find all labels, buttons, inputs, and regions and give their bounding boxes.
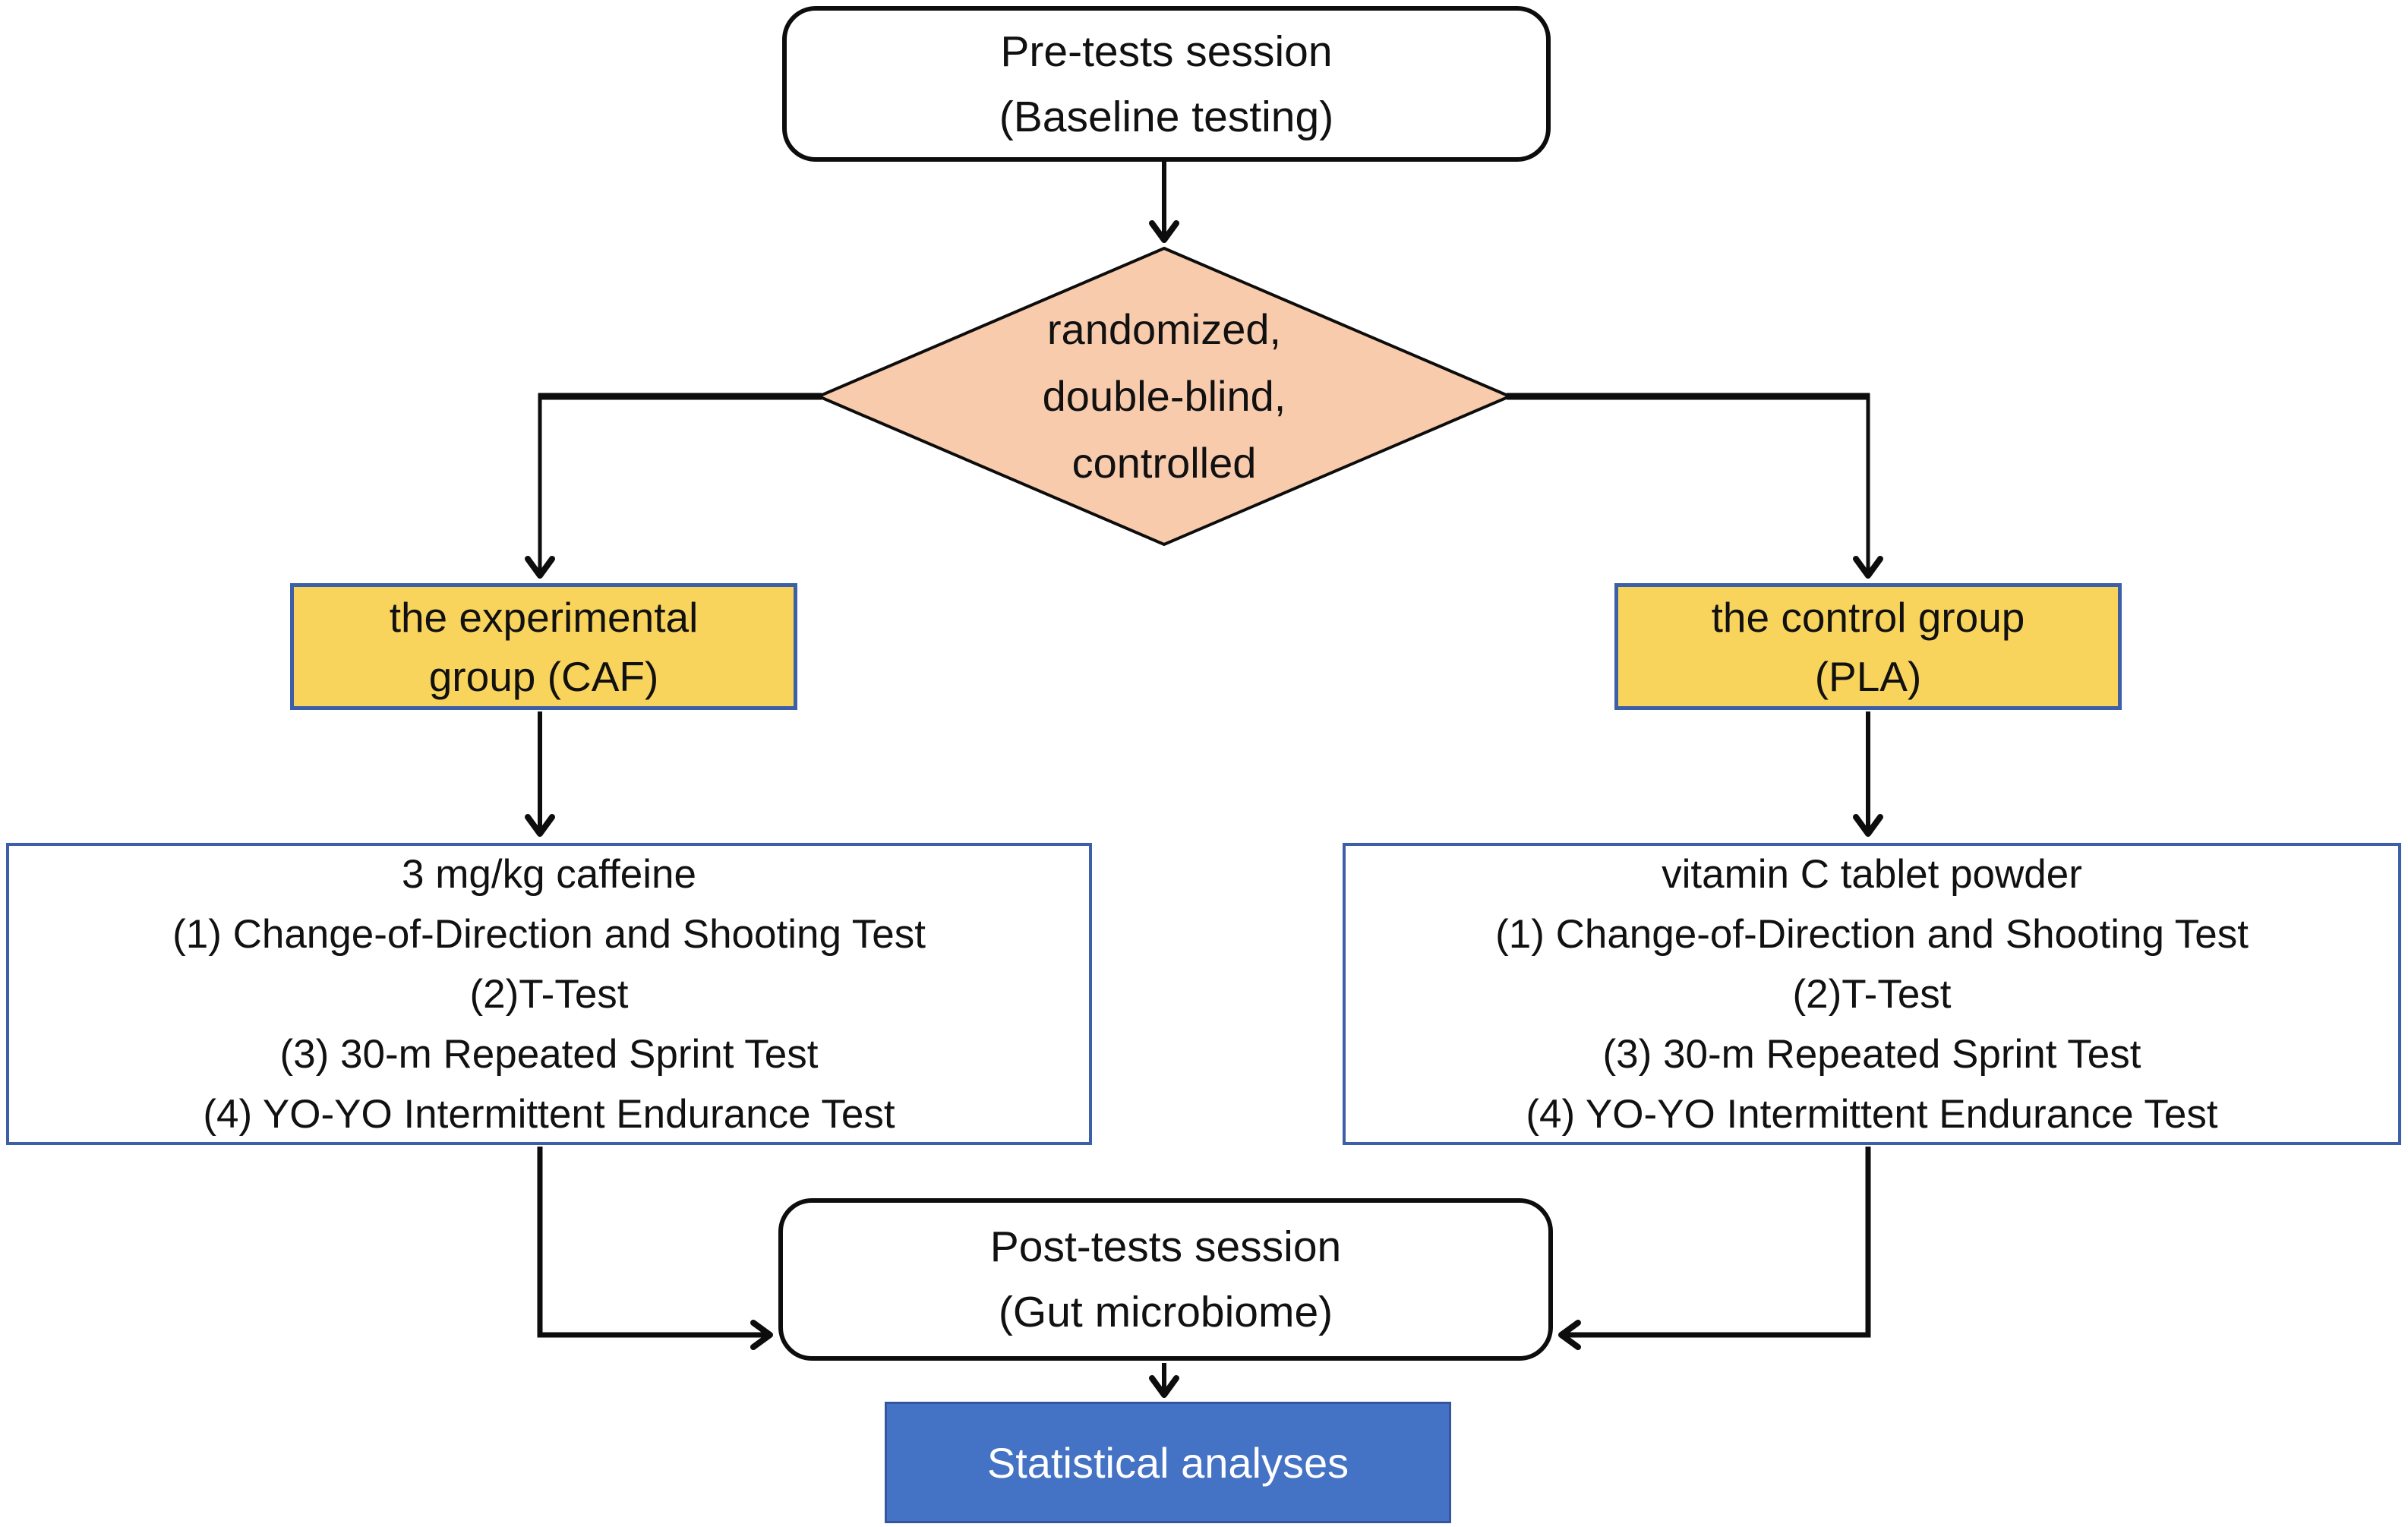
experimental-group-line-1: the experimental (389, 593, 699, 641)
control-protocol-line-4: (3) 30-m Repeated Sprint Test (1602, 1031, 2141, 1077)
pretests-line-2: (Baseline testing) (999, 92, 1334, 141)
randomization-node: randomized, double-blind, controlled (860, 248, 1468, 544)
control-protocol-node: vitamin C tablet powder (1) Change-of-Di… (1343, 843, 2401, 1145)
control-protocol-line-1: vitamin C tablet powder (1662, 851, 2082, 897)
control-protocol-line-5: (4) YO-YO Intermittent Endurance Test (1526, 1091, 2218, 1137)
control-group-line-1: the control group (1711, 593, 2025, 641)
posttests-line-1: Post-tests session (989, 1223, 1342, 1271)
statistics-node: Statistical analyses (885, 1402, 1451, 1523)
experimental-group-line-2: group (CAF) (428, 652, 659, 700)
connector-control-protocol-to-posttests (1558, 1147, 1871, 1350)
control-protocol-line-3: (2)T-Test (1792, 971, 1952, 1017)
experimental-group-node: the experimental group (CAF) (290, 583, 797, 710)
randomization-line-3: controlled (1071, 439, 1257, 487)
randomization-diamond-shape (814, 246, 1514, 547)
experimental-protocol-line-5: (4) YO-YO Intermittent Endurance Test (203, 1091, 895, 1137)
experimental-protocol-line-1: 3 mg/kg caffeine (402, 851, 696, 897)
experimental-protocol-node: 3 mg/kg caffeine (1) Change-of-Direction… (6, 843, 1092, 1145)
control-protocol-line-2: (1) Change-of-Direction and Shooting Tes… (1495, 911, 2249, 957)
control-group-line-2: (PLA) (1814, 652, 1922, 700)
posttests-node: Post-tests session (Gut microbiome) (778, 1198, 1553, 1361)
pretests-node: Pre-tests session (Baseline testing) (782, 6, 1551, 162)
experimental-protocol-line-4: (3) 30-m Repeated Sprint Test (279, 1031, 819, 1077)
connector-experimental-protocol-to-posttests (537, 1147, 773, 1350)
experimental-protocol-line-2: (1) Change-of-Direction and Shooting Tes… (172, 911, 926, 957)
pretests-line-1: Pre-tests session (1000, 27, 1333, 76)
randomization-line-1: randomized, (1046, 305, 1282, 353)
posttests-line-2: (Gut microbiome) (998, 1288, 1333, 1336)
randomization-line-2: double-blind, (1042, 372, 1286, 420)
experimental-protocol-line-3: (2)T-Test (469, 971, 629, 1017)
statistics-label: Statistical analyses (986, 1438, 1349, 1487)
control-group-node: the control group (PLA) (1614, 583, 2122, 710)
